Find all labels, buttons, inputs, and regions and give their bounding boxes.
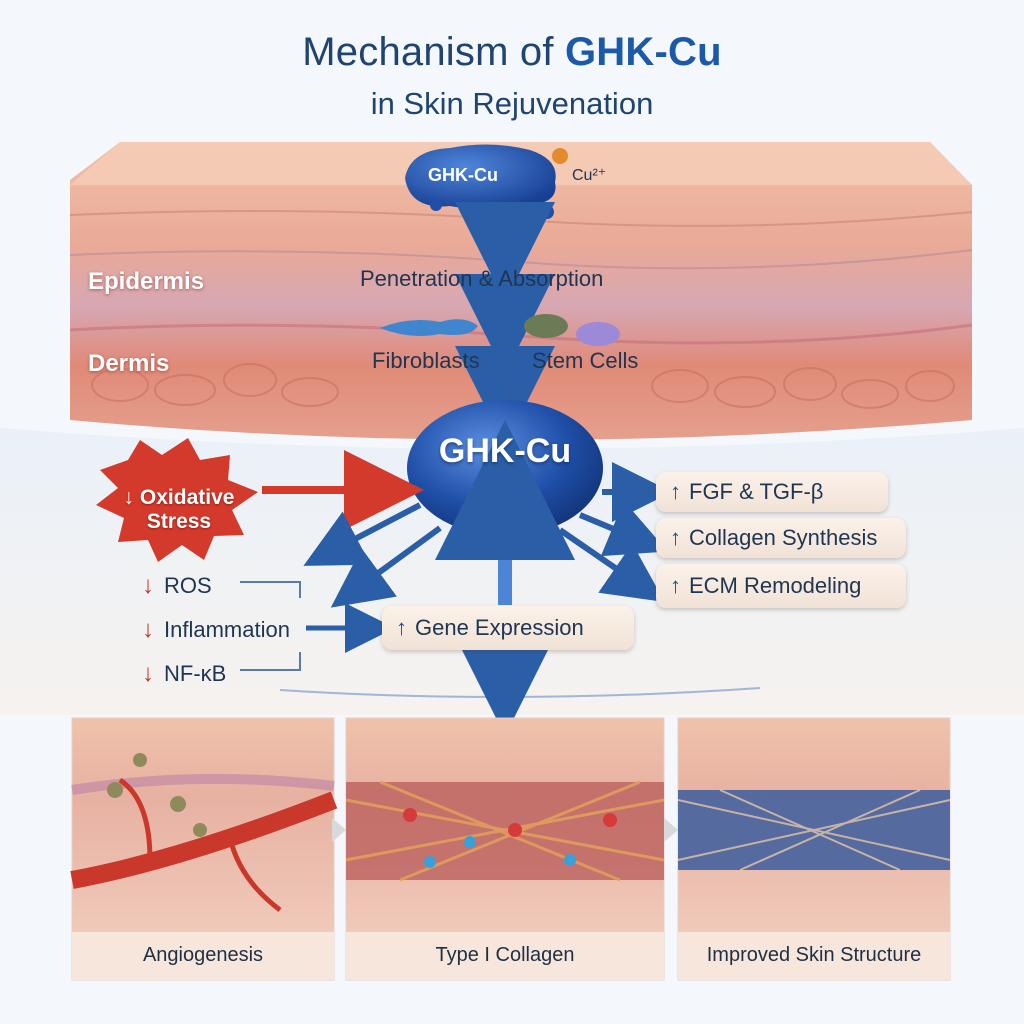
penetration-label: Penetration & Absorption <box>360 266 604 291</box>
gene-expression-label: Gene Expression <box>415 615 584 640</box>
layer-label-dermis: Dermis <box>88 350 170 377</box>
center-ghk-label: GHK-Cu <box>438 432 572 470</box>
stress-burst <box>96 438 258 562</box>
layer-label-epidermis: Epidermis <box>88 268 205 295</box>
stem-cell-purple <box>576 322 620 346</box>
up-arrow-icon: ↑ <box>670 479 681 504</box>
effect-box-ecm: ↑ ECM Remodeling <box>656 564 906 608</box>
down-arrow-icon: ↓ <box>142 616 154 643</box>
down-arrow-icon: ↓ <box>142 572 154 599</box>
title-prefix: Mechanism of <box>302 30 565 74</box>
inhibition-label: ROS <box>164 573 212 598</box>
stem-cell-olive <box>524 314 568 338</box>
inhibition-inflammation: ↓ Inflammation <box>142 616 290 644</box>
inhibition-nfkb: ↓ NF-κB <box>142 660 226 688</box>
stem-cells-label: Stem Cells <box>532 348 639 373</box>
down-arrow-icon: ↓ <box>142 660 154 687</box>
stress-line-1: Oxidative <box>139 486 235 509</box>
effect-label: ECM Remodeling <box>689 573 862 598</box>
up-arrow-icon: ↑ <box>670 573 681 598</box>
effect-label: Collagen Synthesis <box>689 525 878 550</box>
inhibition-label: Inflammation <box>164 617 290 642</box>
fibroblast-cell <box>380 319 478 336</box>
ghk-top-blob <box>405 144 556 209</box>
panel-collagen-graphic <box>345 717 665 981</box>
stress-line-2: Stress <box>146 510 212 533</box>
down-arrow-icon: ↓ <box>123 486 135 509</box>
copper-ion-label: Cu²⁺ <box>572 167 607 184</box>
title-emphasis: GHK-Cu <box>564 30 722 74</box>
gene-expression-box: ↑ Gene Expression <box>382 606 634 650</box>
fibroblasts-label: Fibroblasts <box>372 348 480 373</box>
panel-label-collagen: Type I Collagen <box>435 944 575 966</box>
oxidative-stress-label: ↓ Oxidative Stress <box>104 486 254 534</box>
panel-structure-graphic <box>677 717 951 981</box>
inhibition-ros: ↓ ROS <box>142 572 212 600</box>
top-molecule-label: GHK-Cu <box>428 165 498 185</box>
panel-label-structure: Improved Skin Structure <box>706 944 922 966</box>
title-line-1: Mechanism of GHK-Cu <box>0 30 1024 75</box>
title-line-2: in Skin Rejuvenation <box>370 86 654 121</box>
effect-label: FGF & TGF-β <box>689 479 824 504</box>
up-arrow-icon: ↑ <box>670 525 681 550</box>
effect-box-collagen: ↑ Collagen Synthesis <box>656 518 906 558</box>
inhibition-label: NF-κB <box>164 661 227 686</box>
up-arrow-icon: ↑ <box>396 615 407 640</box>
panel-label-angiogenesis: Angiogenesis <box>142 944 264 966</box>
panel-angiogenesis-graphic <box>70 717 338 981</box>
effect-box-fgf: ↑ FGF & TGF-β <box>656 472 888 512</box>
